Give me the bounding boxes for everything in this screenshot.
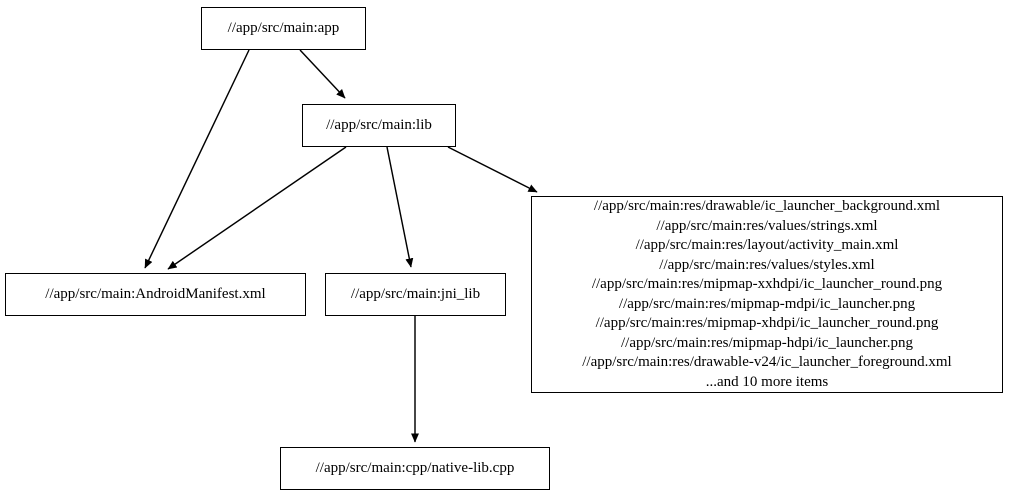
edge-lib-to-jni-lib [386, 146, 414, 268]
graph-node-native-lib-cpp-label: //app/src/main:cpp/native-lib.cpp [315, 459, 515, 476]
res-group-line-4: //app/src/main:res/values/styles.xml [659, 256, 875, 273]
res-group-line-1: //app/src/main:res/drawable/ic_launcher_… [593, 198, 941, 214]
edge-lib-to-android-manifest [167, 146, 347, 270]
res-group-line-2: //app/src/main:res/values/strings.xml [656, 217, 878, 234]
res-group-line-8: //app/src/main:res/mipmap-hdpi/ic_launch… [620, 334, 913, 351]
res-group-more-items-label: ...and 10 more items [705, 373, 829, 390]
edge-lib-to-res-group [447, 146, 538, 193]
res-group-line-6: //app/src/main:res/mipmap-mdpi/ic_launch… [618, 295, 916, 312]
edge-app-to-android-manifest [144, 49, 250, 269]
graph-node-app-label: //app/src/main:app [227, 19, 340, 36]
graph-node-android-manifest[interactable]: //app/src/main:AndroidManifest.xml [5, 273, 306, 316]
res-group-line-9: //app/src/main:res/drawable-v24/ic_launc… [582, 354, 952, 370]
res-group-line-5: //app/src/main:res/mipmap-xxhdpi/ic_laun… [591, 276, 943, 292]
graph-node-app[interactable]: //app/src/main:app [201, 7, 366, 50]
res-group-line-7: //app/src/main:res/mipmap-xhdpi/ic_launc… [595, 315, 939, 331]
graph-node-lib-label: //app/src/main:lib [326, 116, 432, 133]
graph-node-native-lib-cpp[interactable]: //app/src/main:cpp/native-lib.cpp [280, 447, 550, 490]
res-group-line-3: //app/src/main:res/layout/activity_main.… [635, 237, 899, 253]
graph-node-android-manifest-label: //app/src/main:AndroidManifest.xml [45, 285, 266, 302]
graph-node-lib[interactable]: //app/src/main:lib [302, 104, 456, 147]
edge-app-to-lib [299, 49, 346, 99]
graph-node-res-group[interactable]: //app/src/main:res/drawable/ic_launcher_… [531, 196, 1003, 393]
graph-node-jni-lib[interactable]: //app/src/main:jni_lib [325, 273, 506, 316]
graph-node-jni-lib-label: //app/src/main:jni_lib [350, 285, 481, 302]
